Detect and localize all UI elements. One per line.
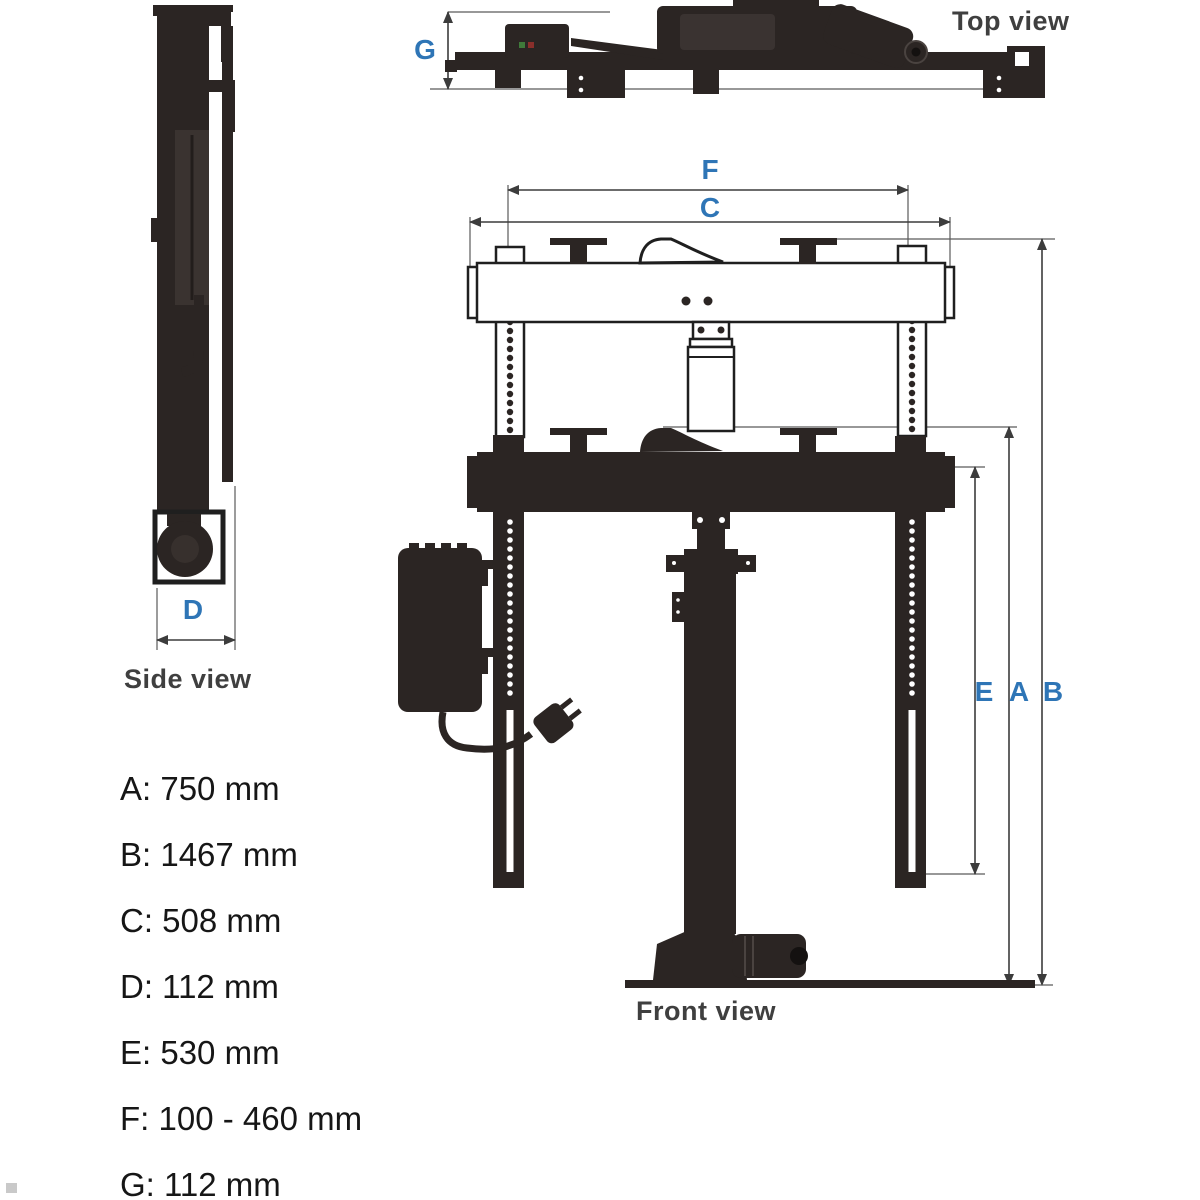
- dimension-list-item-a: A: 750 mm: [120, 770, 280, 807]
- dim-letter-d: D: [182, 594, 204, 625]
- dimension-list-item-c: C: 508 mm: [120, 902, 282, 939]
- dimension-line-d: [156, 486, 236, 650]
- dimension-line-c: [469, 217, 951, 275]
- dim-letter-c: C: [699, 192, 721, 223]
- power-plug: [438, 697, 582, 753]
- front-view-drawing: [398, 185, 1055, 988]
- led-green: [519, 42, 525, 48]
- side-motor-box: [152, 509, 226, 585]
- dimension-list-item-b: B: 1467 mm: [120, 836, 298, 873]
- dim-letter-b: B: [1042, 676, 1064, 707]
- dimension-line-g: [430, 11, 1045, 90]
- front-view-label: Front view: [636, 996, 777, 1026]
- side-view-label: Side view: [124, 664, 252, 694]
- dim-letter-e: E: [974, 676, 994, 707]
- dim-letter-a: A: [1008, 676, 1030, 707]
- dimension-list-item-g: G: 112 mm: [120, 1166, 281, 1200]
- base-plate: [625, 980, 1035, 988]
- lower-crossbar: [467, 428, 955, 512]
- cable-guide-raised: [638, 237, 724, 265]
- dimension-list-item-f: F: 100 - 460 mm: [120, 1100, 363, 1137]
- side-column: [151, 5, 235, 514]
- side-hook: [181, 295, 204, 377]
- upper-crossbar-raised: [466, 237, 956, 433]
- top-view-label: Top view: [952, 6, 1070, 36]
- lift-column-extended: [686, 345, 736, 433]
- side-view-drawing: [151, 5, 236, 650]
- dim-letter-g: G: [414, 34, 436, 65]
- dimension-list-item-d: D: 112 mm: [120, 968, 279, 1005]
- base-assembly: [625, 930, 1035, 988]
- left-rail: [493, 245, 526, 888]
- top-motor-assembly: [657, 0, 928, 68]
- top-control-box: [490, 24, 663, 68]
- lift-column: [666, 512, 756, 934]
- dimension-list-item-e: E: 530 mm: [120, 1034, 280, 1071]
- box-hook-lower: [482, 648, 495, 674]
- base-motor: [732, 934, 806, 978]
- right-rail: [895, 244, 928, 888]
- corner-artifact: [6, 1183, 17, 1193]
- top-view-drawing: [430, 0, 1045, 98]
- box-hook-upper: [482, 560, 495, 586]
- dimension-list: A: 750 mm B: 1467 mm C: 508 mm D: 112 mm…: [120, 756, 362, 1200]
- top-link-arm: [571, 38, 663, 60]
- cable-guide-lowered: [640, 428, 723, 452]
- column-foot: [653, 930, 747, 980]
- dim-letter-f: F: [701, 154, 719, 185]
- control-box: [398, 543, 495, 712]
- led-red: [528, 42, 534, 48]
- power-cable: [438, 711, 534, 753]
- dimension-line-b: [837, 238, 1055, 986]
